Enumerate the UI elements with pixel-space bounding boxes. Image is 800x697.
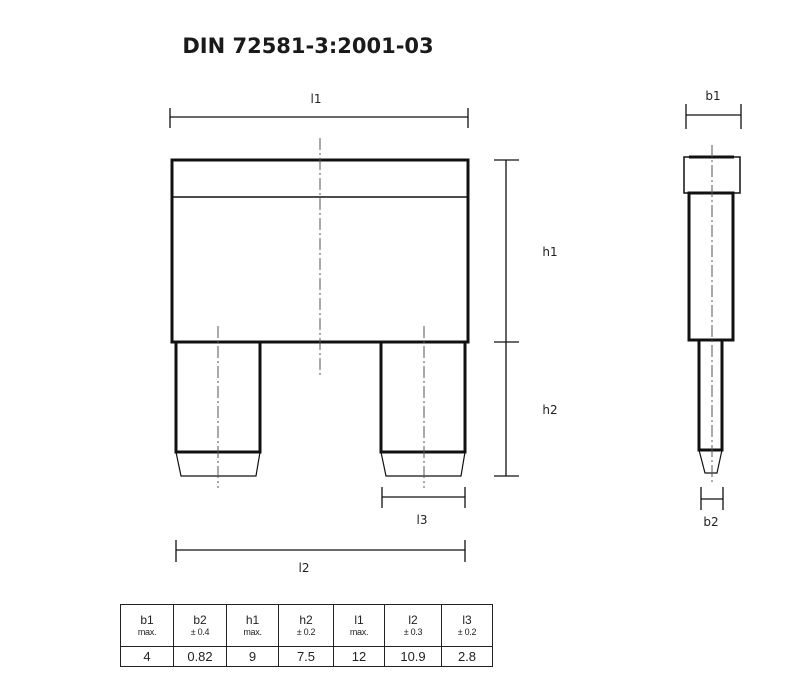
l3-dimension	[381, 487, 466, 508]
header-cell-l2: l2± 0.3	[384, 604, 442, 647]
table-values-row: 4 0.82 9 7.5 12 10.9 2.8	[120, 646, 493, 667]
value-cell-b2: 0.82	[173, 646, 227, 667]
value-cell-h1: 9	[226, 646, 279, 667]
front-view	[169, 108, 519, 562]
right-terminal	[379, 342, 467, 477]
h2-label: h2	[542, 403, 558, 417]
side-pin	[697, 340, 724, 452]
centerlines	[217, 138, 425, 488]
value-cell-l2: 10.9	[384, 646, 442, 667]
header-cell-b2: b2± 0.4	[173, 604, 227, 647]
b2-dimension	[700, 487, 724, 510]
b1-dimension	[685, 104, 742, 129]
l2-label: l2	[298, 561, 310, 575]
b2-label: b2	[703, 515, 719, 529]
header-cell-h2: h2± 0.2	[278, 604, 334, 647]
h1-label: h1	[542, 245, 558, 259]
standard-title: DIN 72581-3:2001-03	[182, 34, 434, 58]
l3-label: l3	[416, 513, 428, 527]
side-body	[687, 191, 735, 342]
value-cell-l3: 2.8	[441, 646, 493, 667]
value-cell-b1: 4	[120, 646, 174, 667]
b1-label: b1	[705, 89, 721, 103]
l1-label: l1	[310, 92, 322, 106]
l1-dimension	[169, 108, 469, 128]
header-cell-l3: l3± 0.2	[441, 604, 493, 647]
side-view	[683, 104, 742, 510]
l2-dimension	[175, 540, 466, 562]
value-cell-l1: 12	[333, 646, 385, 667]
h-dimension	[494, 159, 519, 477]
value-cell-h2: 7.5	[278, 646, 334, 667]
